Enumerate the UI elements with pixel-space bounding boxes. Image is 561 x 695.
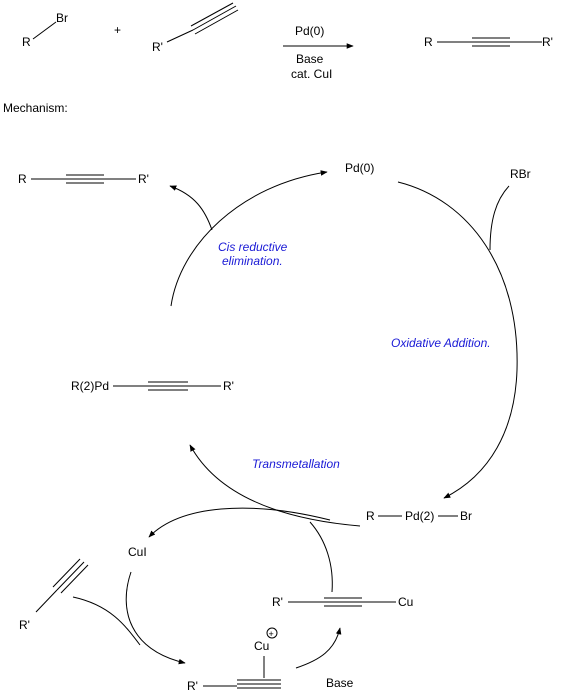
copper-pi-complex: Cu + R' [187,627,281,693]
arrow-cui-release [148,507,331,538]
pd0-label: Pd(0) [345,161,374,175]
base-label: Base [326,676,354,690]
arrow-reductive-elimination [170,170,328,307]
condition-base: Base [296,52,324,66]
cu-acetylide-r-label: R' [272,595,283,609]
r2pd-left-label: R(2)Pd [71,379,109,393]
positive-charge-circle [266,627,278,639]
product-internal-alkyne: R R' [424,35,553,49]
reactant-alkyl-bromide: R Br [22,11,68,49]
arrow-rbr-entry [489,185,510,251]
mechanism-heading: Mechanism: [3,101,68,115]
pd-int-r-label: R [366,509,375,523]
step-reductive-elimination-1: Cis reductive [218,240,288,254]
cui-label: CuI [128,545,147,559]
copper-acetylide: R' Cu [272,595,413,609]
product-r2-label: R' [542,35,553,49]
condition-cat-cui: cat. CuI [291,67,332,81]
oxidative-addition-intermediate: R Pd(2) Br [366,509,472,523]
product-r-label: R [424,35,433,49]
reactant2-triple-bond-2 [190,2,234,27]
mech-alkyne-triple-2 [52,558,81,588]
reactant2-triple-bond-1 [192,5,237,31]
reactant1-bond [32,21,57,40]
dialkyl-pd-intermediate: R(2)Pd R' [71,379,234,393]
arrow-oxidative-addition [397,181,518,499]
arrow-base-deprotonation [295,627,342,669]
pd-int-pd-label: Pd(2) [405,509,434,523]
arrow-cui-to-complex [125,571,186,665]
rbr-label: RBr [510,167,531,181]
reactant2-single-bond [166,29,194,43]
cu-complex-cu-label: Cu [254,639,269,653]
reactant2-triple-bond-3 [194,9,239,35]
step-transmetallation: Transmetallation [252,457,340,471]
arrow-alkyne-entry [72,596,141,646]
condition-pd0: Pd(0) [295,24,324,38]
reaction-arrow: Pd(0) Base cat. CuI [283,24,354,81]
mech-product-r-label: R [18,172,27,186]
reactant1-br-label: Br [56,11,68,25]
mech-product-r2-label: R' [138,172,149,186]
reactant1-r-label: R [22,35,31,49]
mech-alkyne-triple-3 [60,564,89,594]
plus-sign: + [114,23,121,37]
arrow-product-release [169,185,213,231]
mech-terminal-alkyne: R' [19,558,89,632]
step-oxidative-addition: Oxidative Addition. [391,336,491,350]
cu-complex-plus-label: + [269,629,274,639]
cu-acetylide-cu-label: Cu [398,595,413,609]
arrow-acetylide-to-pd [309,521,333,593]
arrow-transmetallation [189,444,361,527]
r2pd-right-label: R' [223,379,234,393]
mech-alkyne-r-label: R' [19,618,30,632]
mech-alkyne-single-bond [35,589,58,613]
reactant-terminal-alkyne: R' [152,2,239,54]
mech-alkyne-triple-1 [56,561,85,591]
pd-int-br-label: Br [460,509,472,523]
mechanism-product-alkyne: R R' [18,172,149,186]
step-reductive-elimination-2: elimination. [222,254,283,268]
reactant2-r-label: R' [152,40,163,54]
cu-complex-r-label: R' [187,679,198,693]
